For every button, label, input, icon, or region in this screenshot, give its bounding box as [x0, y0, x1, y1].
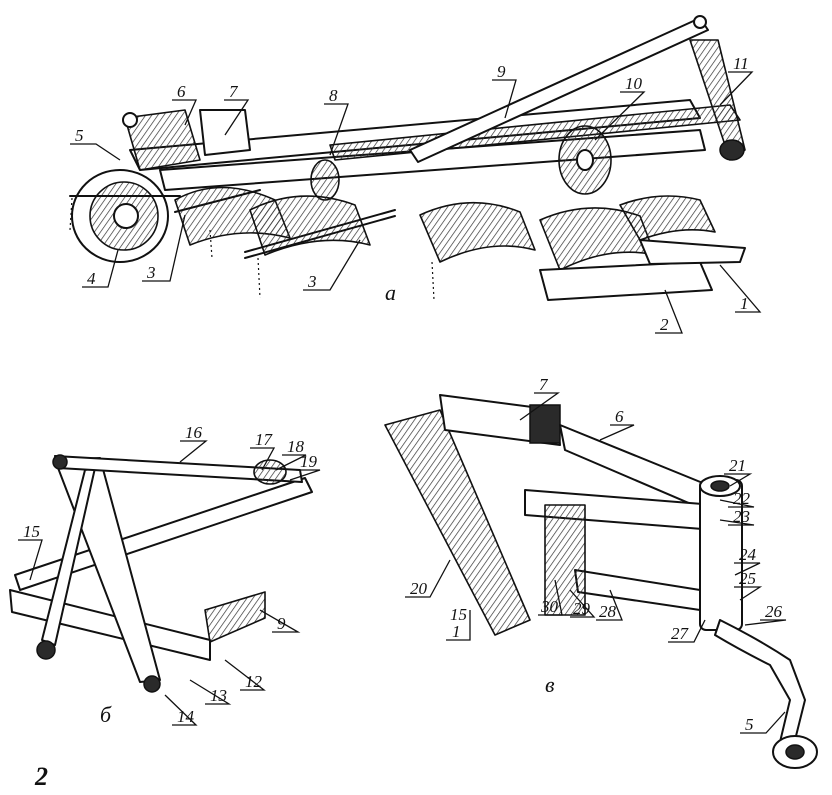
- callout-b-18: 18: [287, 437, 305, 456]
- landside-bars: [174, 189, 396, 259]
- sub-figure-labels: а б в: [100, 280, 555, 727]
- callout-v-20: 20: [410, 579, 428, 598]
- callout-v-7: 7: [539, 375, 549, 394]
- leader-lines: [18, 71, 787, 734]
- mouldboard-bodies: [174, 186, 746, 301]
- sub-label-v: в: [545, 672, 555, 697]
- callout-v-5: 5: [745, 715, 754, 734]
- view-b-frame: [9, 454, 313, 693]
- callout-1: 1: [740, 294, 749, 313]
- callout-8: 8: [329, 86, 338, 105]
- callout-3-rear: 3: [307, 272, 317, 291]
- callout-v-27: 27: [671, 624, 690, 643]
- callout-v-15: 15: [450, 605, 467, 624]
- callout-5: 5: [75, 126, 84, 145]
- callout-v-6: 6: [615, 407, 624, 426]
- view-v-hitch: [384, 394, 818, 769]
- callout-b-19: 19: [300, 452, 318, 471]
- callout-2: 2: [660, 315, 669, 334]
- callout-b-12: 12: [245, 672, 263, 691]
- callout-v-1: 1: [452, 622, 461, 641]
- callout-v-30: 30: [540, 597, 559, 616]
- callouts-view-a: 1 2 3 3 4 5 6 7 8 9 10 11: [75, 54, 749, 334]
- callout-v-28: 28: [599, 602, 617, 621]
- callout-9: 9: [497, 62, 506, 81]
- sub-label-b: б: [100, 702, 112, 727]
- callout-4: 4: [87, 269, 96, 288]
- callout-b-9: 9: [277, 614, 286, 633]
- callout-v-22: 22: [733, 489, 751, 508]
- callout-b-17: 17: [255, 430, 274, 449]
- disc-coulters: [310, 125, 612, 201]
- callout-b-15: 15: [23, 522, 40, 541]
- callout-b-16: 16: [185, 423, 203, 442]
- callouts-view-v: 1 5 6 7 15 20 21 22 23 24 25 26 27 28 29…: [410, 375, 783, 734]
- callouts-view-b: 9 12 13 14 15 16 17 18 19: [23, 423, 318, 726]
- callout-7: 7: [229, 82, 239, 101]
- rear-lever: [689, 39, 746, 161]
- callout-v-24: 24: [739, 545, 757, 564]
- callout-3-front: 3: [146, 263, 156, 282]
- callout-6: 6: [177, 82, 186, 101]
- figure-number: 2: [34, 762, 48, 791]
- callout-v-29: 29: [573, 599, 591, 618]
- callout-v-21: 21: [729, 456, 746, 475]
- view-a-plough: [69, 15, 746, 301]
- callout-11: 11: [733, 54, 749, 73]
- callout-b-13: 13: [210, 686, 227, 705]
- callout-v-25: 25: [739, 569, 756, 588]
- callout-v-23: 23: [733, 507, 750, 526]
- callout-b-14: 14: [177, 707, 195, 726]
- callout-10: 10: [625, 74, 643, 93]
- sub-label-a: а: [385, 280, 396, 305]
- front-hitch: [122, 109, 251, 171]
- transport-wheel: [69, 169, 181, 263]
- chains: [69, 197, 435, 301]
- diagonal-brace: [409, 15, 709, 163]
- callout-v-26: 26: [765, 602, 783, 621]
